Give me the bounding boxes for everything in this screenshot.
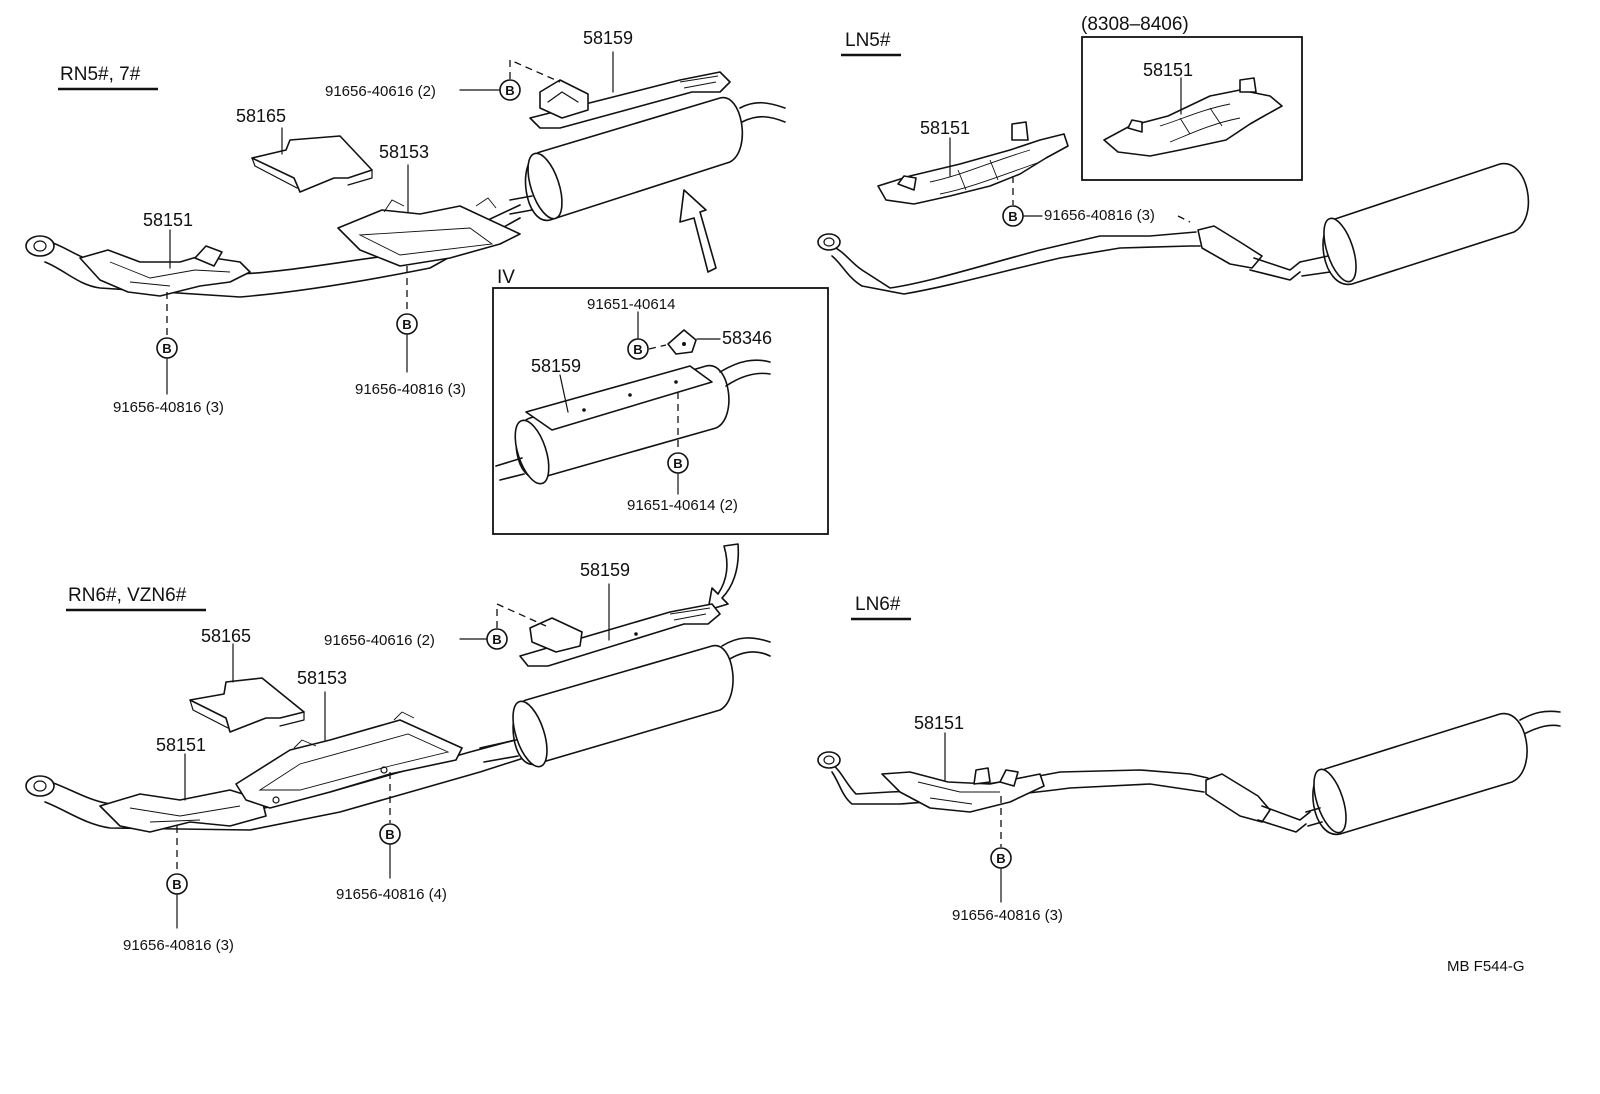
rn5-part-58151: [79, 245, 251, 297]
detail-iv-title: IV: [497, 267, 515, 288]
fastener-b-icon: [499, 79, 521, 101]
label-ln5-box-58151: 58151: [1143, 60, 1193, 80]
header-rn5: RN5#, 7#: [58, 64, 158, 91]
svg-text:B: B: [402, 317, 411, 332]
arrow-to-rn6-icon: [707, 543, 740, 611]
label-rn5-bolt-mid: 91656-40816 (3): [355, 381, 466, 398]
ln5-assembly: (8308–8406) 58151: [817, 14, 1530, 295]
arrow-to-rn5-icon: [679, 189, 717, 273]
rn6-fastener-left: B: [166, 826, 188, 929]
svg-text:B: B: [492, 632, 501, 647]
svg-text:B: B: [673, 456, 682, 471]
svg-text:B: B: [996, 851, 1005, 866]
header-ln6-text: LN6#: [855, 594, 901, 615]
fastener-b-icon: [627, 338, 649, 360]
label-rn5-bolt-top: 91656-40616 (2): [325, 83, 436, 100]
label-iv-91651-top: 91651-40614: [587, 296, 675, 313]
label-rn5-58153: 58153: [379, 142, 429, 162]
header-ln6: LN6#: [851, 594, 911, 621]
header-rn6: RN6#, VZN6#: [66, 585, 206, 612]
rn6-assembly: B B B 58159 91656-40616 (2) 58165 58153 …: [25, 560, 771, 954]
label-rn6-58165: 58165: [201, 626, 251, 646]
ln6-assembly: 58151 B 91656-40816 (3): [817, 710, 1561, 924]
label-iv-58346: 58346: [722, 328, 772, 348]
ln6-part-58151: [881, 767, 1045, 813]
rn6-flange: [25, 775, 55, 797]
date-box-title: (8308–8406): [1081, 14, 1189, 35]
label-ln6-bolt: 91656-40816 (3): [952, 907, 1063, 924]
label-ln6-58151: 58151: [914, 713, 964, 733]
rn5-fastener-top: B: [459, 59, 561, 101]
label-rn6-bolt-left: 91656-40816 (3): [123, 937, 234, 954]
label-ln5-bolt: 91656-40816 (3): [1044, 207, 1155, 224]
fastener-b-icon: [379, 823, 401, 845]
rn5-fastener-mid: B: [396, 266, 418, 373]
rn5-part-58153: [337, 197, 521, 267]
fastener-b-icon: [667, 452, 689, 474]
fastener-b-icon: [486, 628, 508, 650]
detail-iv: IV B B 91651-40614 58346: [492, 189, 829, 611]
rn6-part-58151: [99, 789, 267, 833]
rn5-assembly: B B B 58159 91656-40616 (2) 58165 58153 …: [25, 28, 786, 416]
ln5-box-part-58151: [1103, 77, 1283, 157]
ln6-muffler: [1305, 713, 1528, 835]
svg-text:B: B: [162, 341, 171, 356]
label-rn5-bolt-left: 91656-40816 (3): [113, 399, 224, 416]
fastener-b-icon: [396, 313, 418, 335]
header-rn6-text: RN6#, VZN6#: [68, 585, 187, 606]
label-iv-91651-bottom: 91651-40614 (2): [627, 497, 738, 514]
header-ln5-text: LN5#: [845, 30, 891, 51]
rn6-part-58153: [235, 711, 463, 809]
ln5-flange: [817, 233, 841, 251]
detail-iv-muffler: [495, 359, 771, 485]
ln5-part-58151: [877, 121, 1069, 205]
rn6-part-58165: [189, 677, 305, 733]
label-rn6-58153: 58153: [297, 668, 347, 688]
svg-text:B: B: [385, 827, 394, 842]
rn5-fastener-left: B: [156, 292, 178, 395]
label-rn5-58165: 58165: [236, 106, 286, 126]
svg-text:B: B: [505, 83, 514, 98]
label-rn6-bolt-top: 91656-40616 (2): [324, 632, 435, 649]
rn5-part-58159: [529, 71, 731, 129]
fastener-b-icon: [990, 847, 1012, 869]
rn6-part-58159: [519, 603, 721, 667]
ln5-pre-muffler: [1197, 225, 1263, 269]
rn6-fastener-top: B: [459, 602, 547, 650]
svg-text:B: B: [172, 877, 181, 892]
rn6-bracket: [529, 617, 583, 653]
ln6-flange: [817, 751, 841, 769]
fastener-b-icon: [156, 337, 178, 359]
figure-code: MB F544-G: [1447, 958, 1525, 975]
detail-iv-part-58159: [525, 365, 713, 431]
label-rn6-bolt-mid: 91656-40816 (4): [336, 886, 447, 903]
label-rn5-58159: 58159: [583, 28, 633, 48]
svg-text:B: B: [1008, 209, 1017, 224]
date-box-frame: [1081, 36, 1303, 181]
rn5-bracket: [539, 79, 589, 119]
ln5-muffler: [1299, 163, 1530, 285]
rn5-part-58165: [251, 135, 373, 193]
ln6-pre-muffler: [1205, 773, 1271, 823]
label-rn6-58159: 58159: [580, 560, 630, 580]
detail-iv-frame: [492, 287, 829, 535]
detail-iv-part-58346: [667, 329, 697, 355]
header-rn5-text: RN5#, 7#: [60, 64, 141, 85]
label-rn6-58151: 58151: [156, 735, 206, 755]
rn5-muffler: [509, 97, 744, 221]
rn6-fastener-mid: B: [379, 772, 401, 879]
label-rn5-58151: 58151: [143, 210, 193, 230]
fastener-b-icon: [1002, 205, 1024, 227]
svg-text:B: B: [633, 342, 642, 357]
ln5-exhaust-pipe: [817, 225, 1301, 295]
rn6-muffler: [479, 645, 734, 768]
label-iv-58159: 58159: [531, 356, 581, 376]
label-ln5-58151: 58151: [920, 118, 970, 138]
header-ln5: LN5#: [841, 30, 901, 57]
fastener-b-icon: [166, 873, 188, 895]
rn5-flange: [25, 235, 55, 257]
